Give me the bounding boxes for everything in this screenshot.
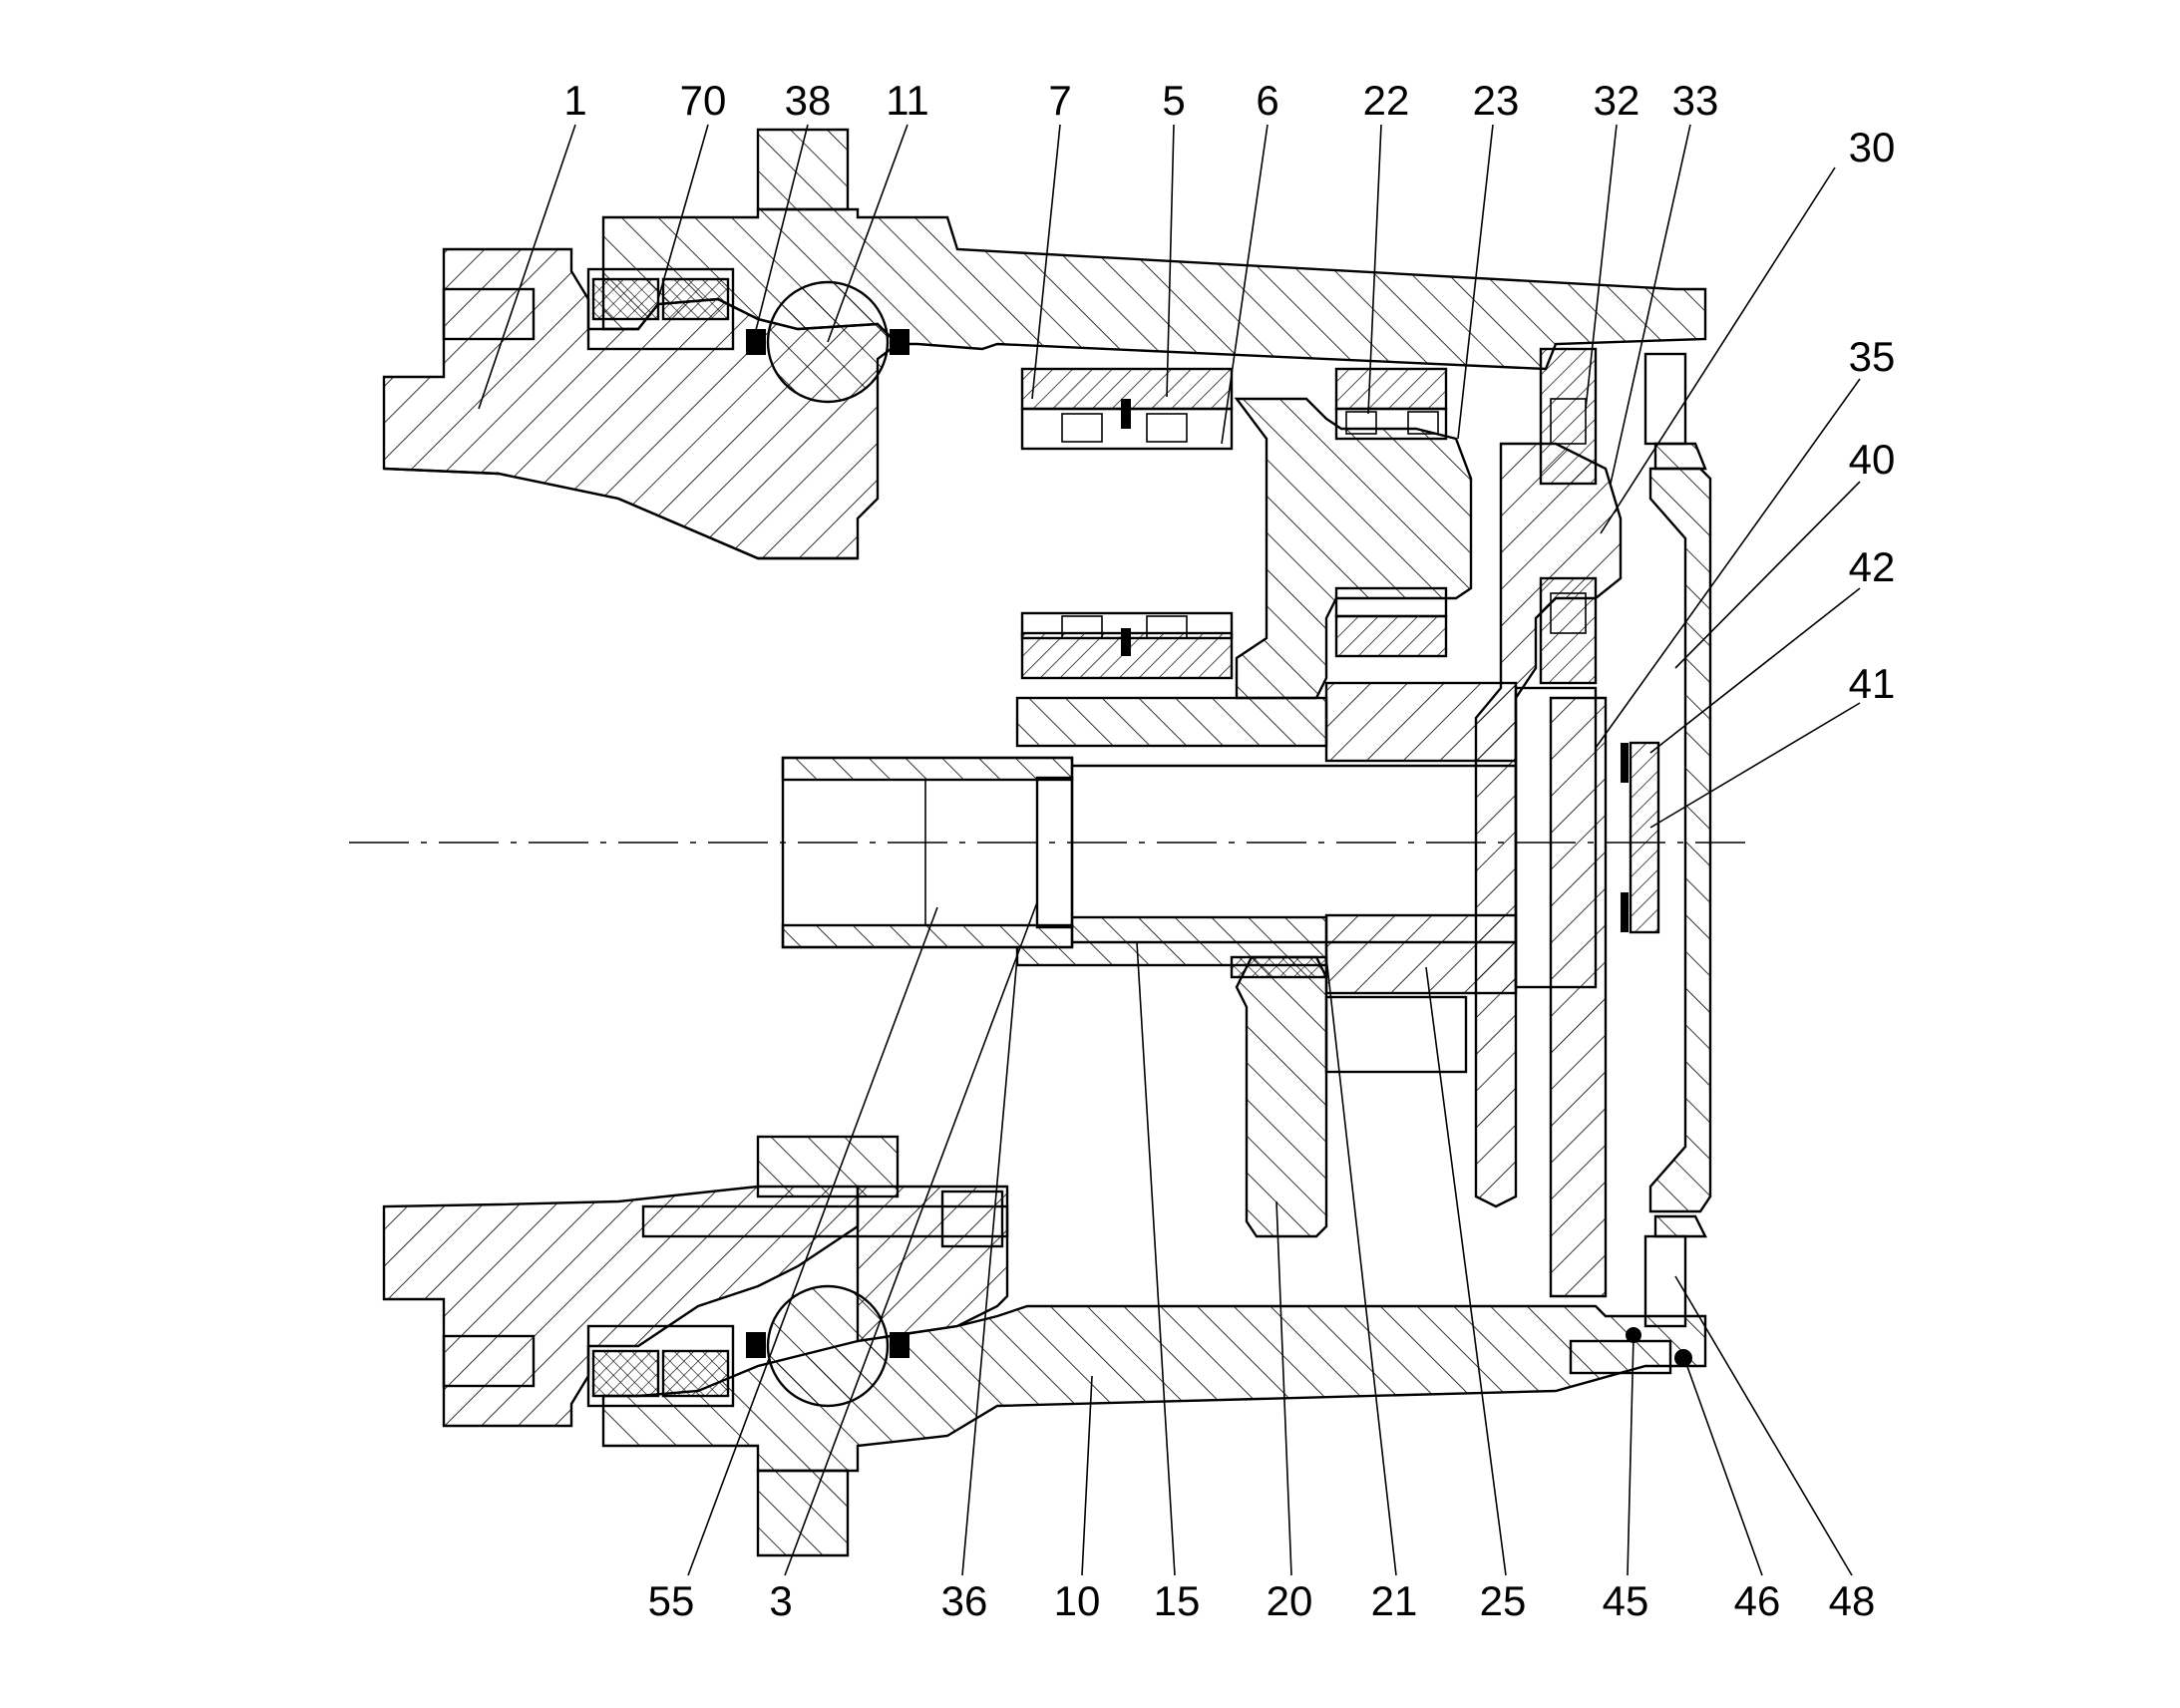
thrust-washer — [1621, 741, 1660, 934]
callout-15: 15 — [1154, 1577, 1201, 1624]
flange-bolts — [442, 287, 1687, 1388]
callout-70: 70 — [680, 77, 727, 124]
callout-11: 11 — [886, 77, 929, 124]
callout-48: 48 — [1829, 1577, 1876, 1624]
callout-22: 22 — [1363, 77, 1410, 124]
bearing-22 — [1334, 367, 1448, 658]
face-seal-upper — [586, 267, 735, 351]
drain-plug — [1569, 1327, 1692, 1375]
leader-lines — [478, 124, 1861, 1576]
bearing-32 — [1539, 347, 1598, 685]
callout-6: 6 — [1256, 77, 1278, 124]
stud-bolt — [641, 1135, 1009, 1248]
input-shaft — [781, 756, 1074, 949]
planet-carrier — [1474, 442, 1623, 1298]
planet-pin — [1230, 955, 1468, 1074]
callout-3: 3 — [769, 1577, 792, 1624]
callout-38: 38 — [785, 77, 832, 124]
sun-shaft — [1015, 681, 1598, 995]
planet-gear-lower — [1235, 955, 1328, 1238]
callouts-right: 30 35 40 42 41 — [1849, 124, 1896, 707]
callout-55: 55 — [648, 1577, 695, 1624]
callout-30: 30 — [1849, 124, 1896, 171]
callout-7: 7 — [1048, 77, 1071, 124]
callouts-top: 1 70 38 11 7 5 6 22 23 32 33 — [563, 77, 1718, 124]
end-cover — [1648, 442, 1712, 1238]
callout-1: 1 — [563, 77, 586, 124]
planet-gear-upper — [1234, 397, 1473, 700]
callout-36: 36 — [941, 1577, 988, 1624]
callout-10: 10 — [1054, 1577, 1101, 1624]
callout-42: 42 — [1849, 543, 1896, 590]
face-seal-lower — [586, 1324, 735, 1408]
callout-41: 41 — [1849, 660, 1896, 707]
callout-25: 25 — [1480, 1577, 1527, 1624]
callouts-bottom: 55 3 36 10 15 20 21 25 45 46 48 — [648, 1577, 1876, 1624]
callout-23: 23 — [1473, 77, 1520, 124]
callout-21: 21 — [1371, 1577, 1418, 1624]
ball-bearing-lower — [746, 1284, 909, 1408]
callout-40: 40 — [1849, 436, 1896, 483]
callout-35: 35 — [1849, 333, 1896, 380]
callout-20: 20 — [1267, 1577, 1313, 1624]
callout-33: 33 — [1672, 77, 1719, 124]
callout-46: 46 — [1734, 1577, 1781, 1624]
callout-32: 32 — [1594, 77, 1640, 124]
bearing-5-upper — [1020, 367, 1234, 680]
callout-45: 45 — [1603, 1577, 1649, 1624]
hub-lower — [382, 1185, 860, 1428]
housing-upper — [601, 128, 1707, 371]
callout-5: 5 — [1162, 77, 1185, 124]
